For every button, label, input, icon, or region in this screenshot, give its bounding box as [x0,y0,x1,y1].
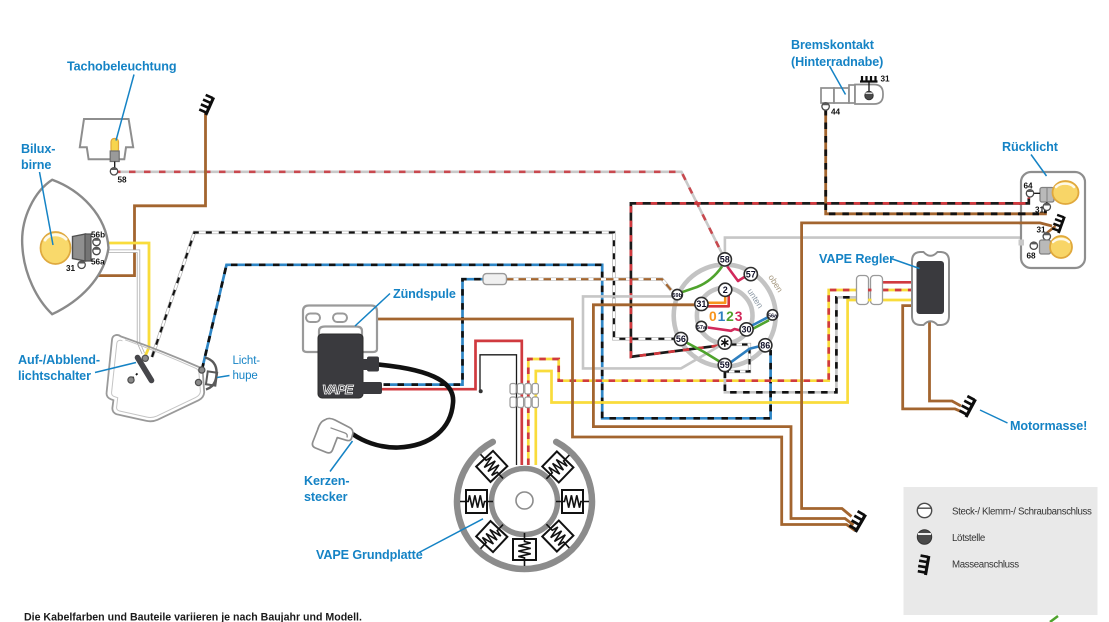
svg-text:30: 30 [741,325,751,335]
svg-text:31: 31 [66,264,76,273]
svg-text:86: 86 [760,341,770,351]
svg-text:58: 58 [118,176,128,185]
svg-text:Motormasse!: Motormasse! [1010,419,1087,433]
svg-text:59: 59 [720,360,730,370]
svg-text:Lötstelle: Lötstelle [952,533,985,544]
svg-text:56a: 56a [91,258,105,267]
svg-text:Steck-/ Klemm-/ Schraubanschlu: Steck-/ Klemm-/ Schraubanschluss [952,507,1092,518]
svg-text:Die Kabelfarben und Bauteile v: Die Kabelfarben und Bauteile variieren j… [24,612,362,622]
svg-text:56: 56 [676,334,686,344]
svg-text:VAPE Regler: VAPE Regler [819,252,894,266]
svg-text:59b: 59b [672,293,682,299]
svg-text:VAPE: VAPE [322,382,354,397]
svg-text:31: 31 [1035,206,1045,215]
svg-text:lichtschalter: lichtschalter [18,369,91,383]
svg-text:(Hinterradnabe): (Hinterradnabe) [791,55,883,69]
svg-text:31: 31 [881,75,891,84]
svg-text:Bremskontakt: Bremskontakt [791,38,875,52]
svg-text:birne: birne [21,158,51,172]
svg-text:2: 2 [723,285,728,295]
svg-text:0123: 0123 [709,309,743,324]
svg-text:68: 68 [1027,252,1037,261]
svg-text:stecker: stecker [304,490,348,504]
svg-text:Auf-/Abblend-: Auf-/Abblend- [18,353,100,367]
svg-text:56a: 56a [768,313,778,319]
svg-text:Masseanschluss: Masseanschluss [952,560,1019,571]
svg-text:VAPE Grundplatte: VAPE Grundplatte [316,548,423,562]
svg-text:hupe: hupe [233,370,258,382]
svg-text:44: 44 [831,108,841,117]
svg-text:Tachobeleuchtung: Tachobeleuchtung [67,60,176,74]
svg-text:31: 31 [696,299,706,309]
svg-text:Zündspule: Zündspule [393,287,456,301]
svg-text:57a: 57a [697,325,707,331]
svg-text:Rücklicht: Rücklicht [1002,140,1059,154]
svg-text:57: 57 [746,269,756,279]
svg-text:58: 58 [720,255,730,265]
svg-text:Licht-: Licht- [233,355,261,367]
svg-text:56b: 56b [91,231,105,240]
svg-text:Bilux-: Bilux- [21,142,55,156]
svg-text:Kerzen-: Kerzen- [304,474,350,488]
svg-text:31: 31 [1037,226,1047,235]
svg-text:64: 64 [1024,182,1034,191]
